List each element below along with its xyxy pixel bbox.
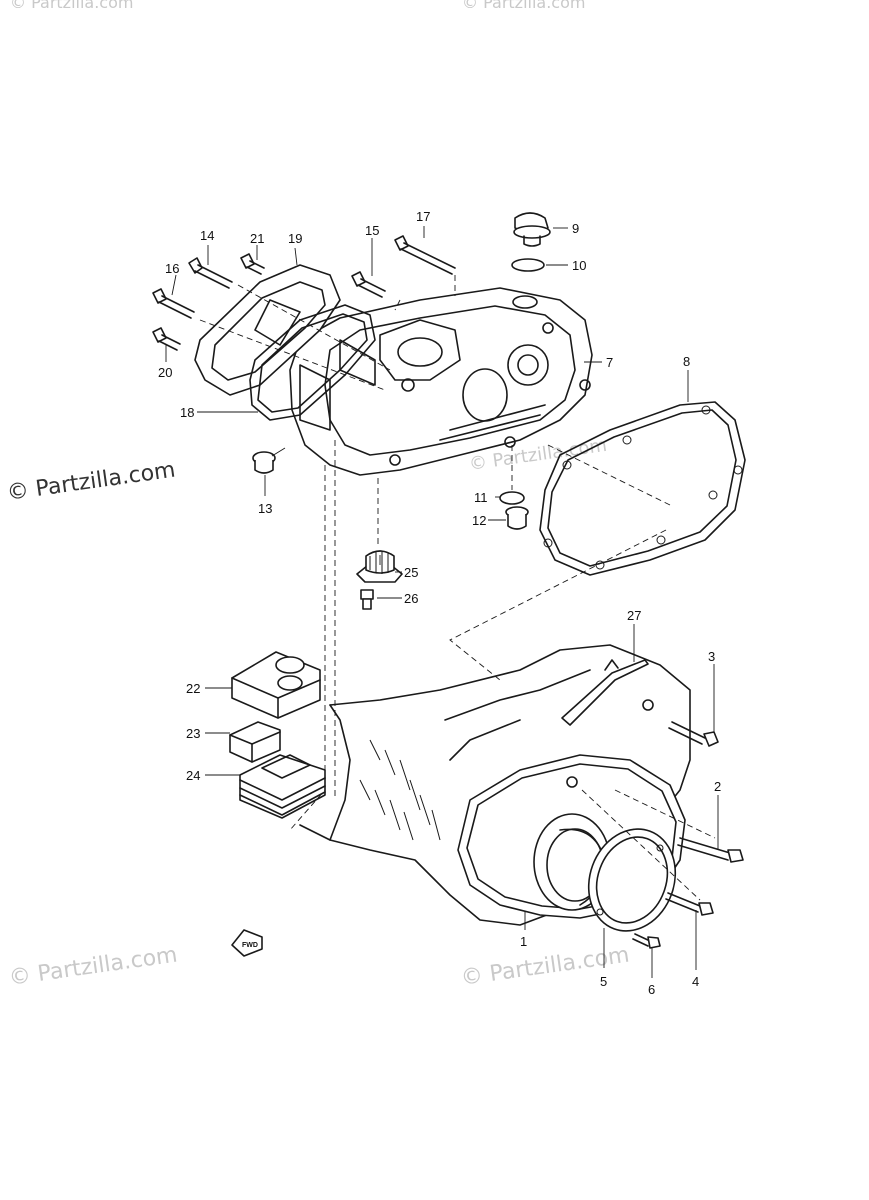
washer-part-11 [499,491,525,505]
assembly-lines [199,275,716,901]
svg-text:FWD: FWD [242,942,258,949]
watermark-main: © Partzilla.com [5,458,177,506]
screw-part-16 [152,288,195,319]
watermark-faded-top-left: © Partzilla.com [10,0,133,12]
callout-10: 10 [572,258,586,273]
screw-part-15 [351,271,386,298]
callout-4: 4 [692,974,699,989]
oil-strainer-part-25 [356,550,403,583]
screw-part-21 [240,253,265,275]
callout-20: 20 [158,365,172,380]
screw-part-14 [188,257,233,289]
watermark-faded-top-right: © Partzilla.com [462,0,585,12]
callout-26: 26 [404,591,418,606]
callout-22: 22 [186,681,200,696]
watermark-faded-bottom-left: © Partzilla.com [7,943,179,991]
boot-part-24 [239,754,326,819]
callout-16: 16 [165,261,179,276]
spacer-part-23 [229,721,281,763]
callout-12: 12 [472,513,486,528]
callout-25: 25 [404,565,418,580]
oil-cap-part-9 [513,212,551,247]
screw-part-26 [360,589,374,610]
callout-7: 7 [606,355,613,370]
screw-part-6 [632,933,661,949]
callout-9: 9 [572,221,579,236]
plug-part-12 [505,506,529,530]
callout-17: 17 [416,209,430,224]
callout-6: 6 [648,982,655,997]
callout-5: 5 [600,974,607,989]
screw-part-17 [394,235,456,275]
o-ring-part-10 [511,258,545,272]
screw-part-2 [677,837,744,863]
screw-part-20 [152,327,181,351]
screw-part-3 [668,721,719,747]
screw-part-4 [665,892,714,916]
cover-plate-part-19 [194,264,341,396]
callout-27: 27 [627,608,641,623]
callout-3: 3 [708,649,715,664]
cushion-part-22 [231,651,321,719]
callout-21: 21 [250,231,264,246]
callout-8: 8 [683,354,690,369]
leader-lines [165,226,719,978]
plug-part-13 [252,451,276,474]
callout-23: 23 [186,726,200,741]
callout-labels: 1 2 3 4 5 6 7 8 9 10 11 12 13 14 15 16 1… [158,209,721,997]
callout-1: 1 [520,934,527,949]
fwd-direction-icon: FWD [231,929,263,957]
bracket-part-27 [561,659,649,726]
callout-13: 13 [258,501,272,516]
callout-19: 19 [288,231,302,246]
callout-11: 11 [474,490,488,505]
callout-14: 14 [200,228,214,243]
callout-18: 18 [180,405,194,420]
callout-15: 15 [365,223,379,238]
callout-24: 24 [186,768,200,783]
callout-2: 2 [714,779,721,794]
gasket-part-8 [539,401,746,576]
